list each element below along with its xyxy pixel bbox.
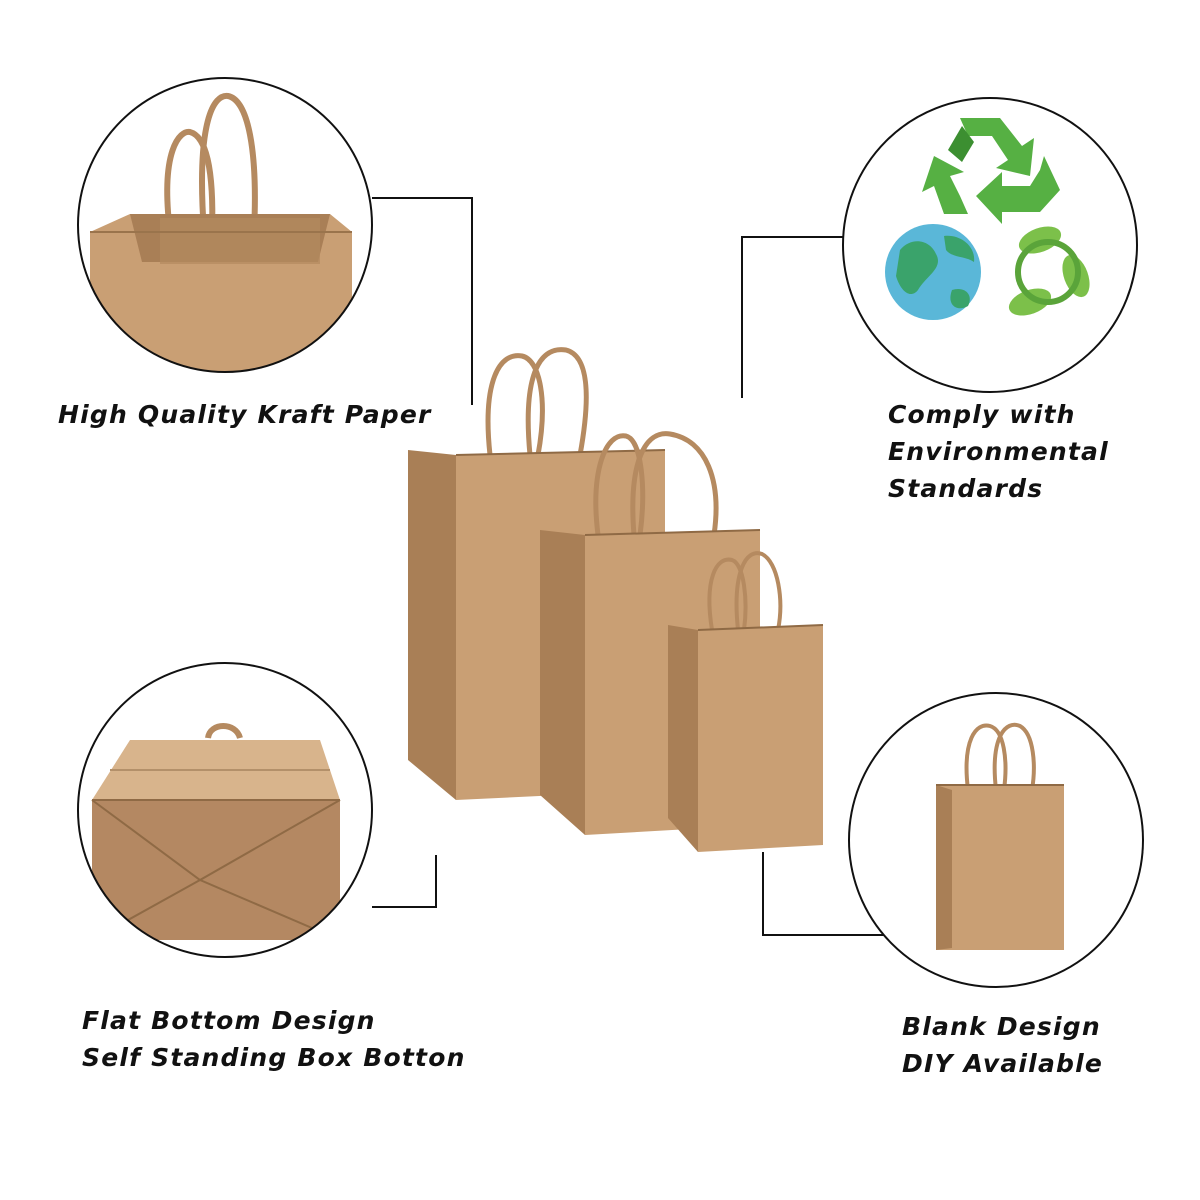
feature-label-blank-design: Blank Design DIY Available xyxy=(902,1008,1103,1082)
leaf-cycle-icon xyxy=(1008,226,1090,316)
connector-lines xyxy=(372,197,886,936)
single-bag-icon xyxy=(848,692,1144,988)
feature-label-line: High Quality Kraft Paper xyxy=(58,400,432,429)
feature-label-line: Self Standing Box Botton xyxy=(82,1043,466,1072)
feature-label-line: DIY Available xyxy=(902,1049,1104,1078)
feature-label-flat-bottom: Flat Bottom Design Self Standing Box Bot… xyxy=(82,1002,466,1076)
feature-label-line: Flat Bottom Design xyxy=(82,1006,376,1035)
globe-icon xyxy=(885,224,981,320)
connector-top-left xyxy=(372,197,473,405)
feature-label-kraft-paper: High Quality Kraft Paper xyxy=(58,396,432,433)
feature-label-line: Blank Design xyxy=(902,1012,1101,1041)
feature-label-line: Standards xyxy=(888,474,1044,503)
bag-bottom-closeup-icon xyxy=(77,662,373,958)
bag-group-center xyxy=(408,347,824,852)
connector-bottom-left xyxy=(372,855,437,908)
feature-label-line: Environmental xyxy=(888,437,1109,466)
feature-label-environmental: Comply with Environmental Standards xyxy=(888,396,1109,507)
bag-small xyxy=(668,551,824,852)
bag-interior-closeup-icon xyxy=(77,77,373,373)
feature-label-line: Comply with xyxy=(888,400,1076,429)
connector-bottom-right xyxy=(762,852,886,936)
recycle-icon xyxy=(922,118,1060,224)
recycle-globe-leaf-icon xyxy=(842,97,1138,393)
connector-top-right xyxy=(741,236,843,398)
